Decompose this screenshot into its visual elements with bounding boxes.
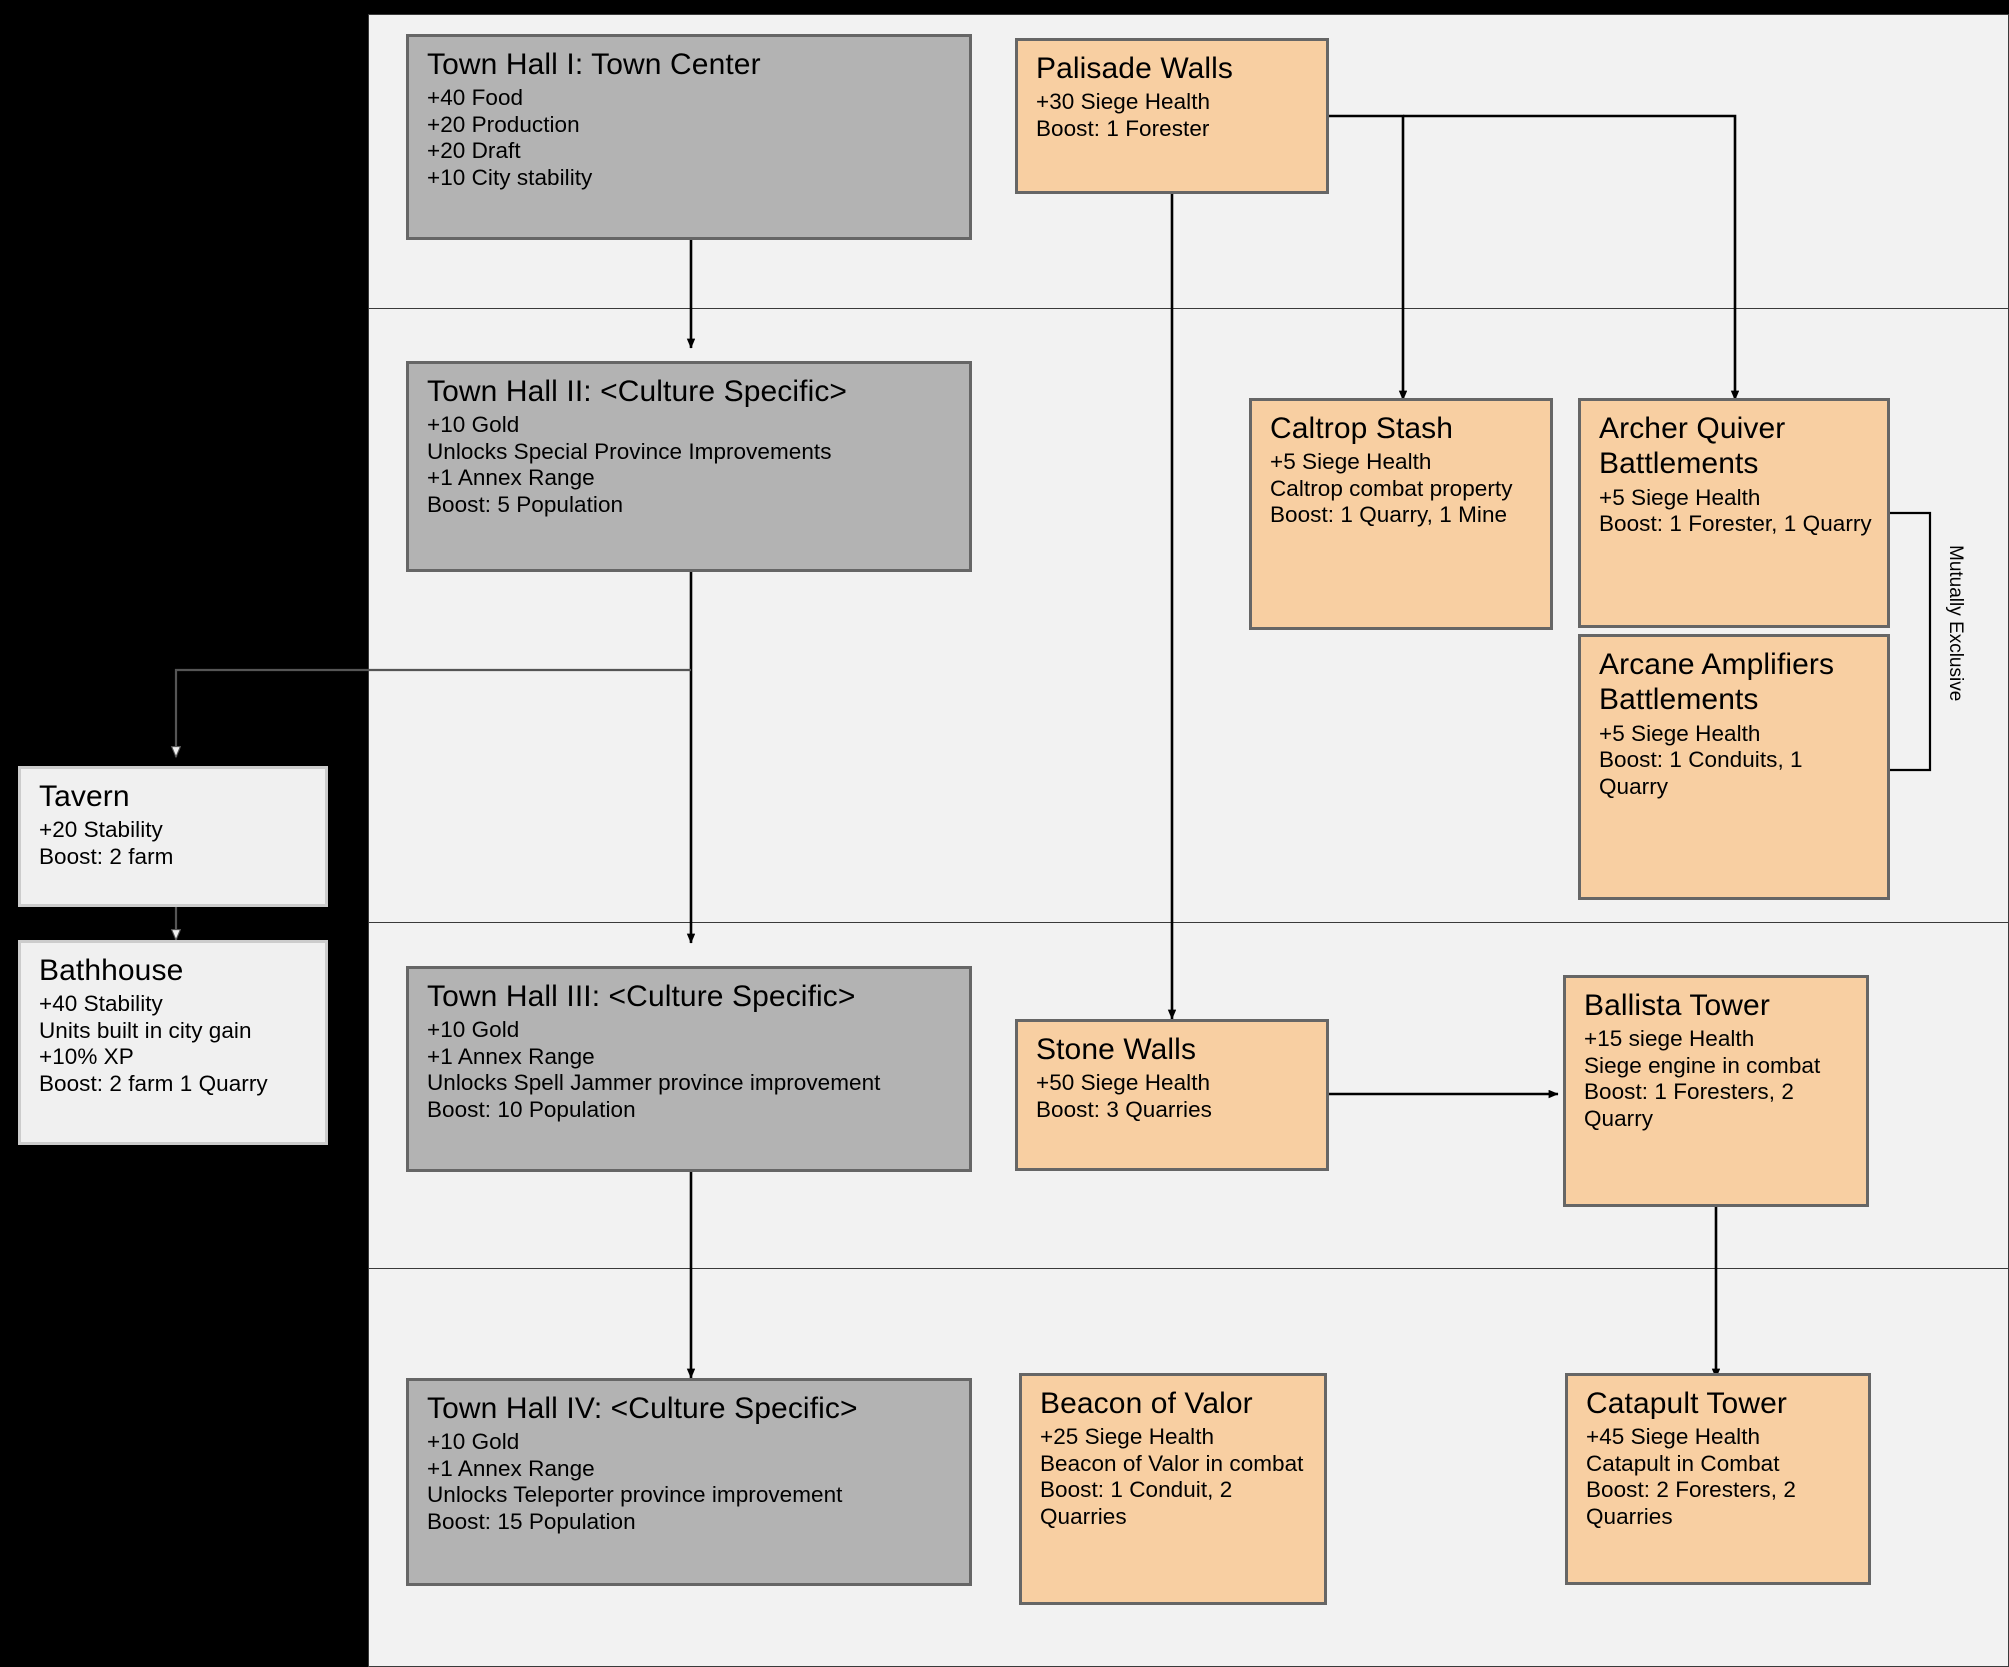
node-line: +50 Siege Health: [1036, 1070, 1211, 1096]
node-line: Siege engine in combat: [1584, 1052, 1821, 1078]
node-line: Boost: 1 Forester: [1036, 115, 1210, 141]
node-line: Unlocks Spell Jammer province improvemen…: [427, 1070, 881, 1096]
node-line: +10 Gold: [427, 412, 520, 438]
node-title: Town Hall II: <Culture Specific>: [427, 375, 848, 408]
node-line: +30 Siege Health: [1036, 89, 1211, 115]
node-line: Beacon of Valor in combat: [1040, 1450, 1304, 1476]
node-line: Boost: 1 Conduits, 1 Quarry: [1599, 747, 1803, 799]
node-line: +1 Annex Range: [427, 465, 595, 491]
node-line: Caltrop combat property: [1270, 475, 1513, 501]
node-line: Unlocks Special Province Improvements: [427, 438, 832, 464]
node-arcane-amplifiers-battlements[interactable]: Arcane Amplifiers Battlements +5 Siege H…: [1578, 634, 1890, 900]
node-title: Town Hall III: <Culture Specific>: [427, 980, 856, 1013]
node-line: +5 Siege Health: [1599, 720, 1761, 746]
node-palisade-walls[interactable]: Palisade Walls +30 Siege Health Boost: 1…: [1015, 38, 1329, 194]
node-title: Town Hall I: Town Center: [427, 48, 761, 81]
node-line: Boost: 1 Forester, 1 Quarry: [1599, 511, 1872, 537]
node-ballista-tower[interactable]: Ballista Tower +15 siege Health Siege en…: [1563, 975, 1869, 1207]
node-archer-quiver-battlements[interactable]: Archer Quiver Battlements +5 Siege Healt…: [1578, 398, 1890, 628]
lane-tier-4: [369, 1268, 2008, 1667]
node-title: Tavern: [39, 780, 130, 813]
node-line: Boost: 2 Foresters, 2 Quarries: [1586, 1477, 1796, 1530]
node-line: Boost: 2 farm 1 Quarry: [39, 1071, 268, 1097]
node-line: Unlocks Teleporter province improvement: [427, 1482, 843, 1508]
node-line: Catapult in Combat: [1586, 1450, 1780, 1476]
node-catapult-tower[interactable]: Catapult Tower +45 Siege Health Catapult…: [1565, 1373, 1871, 1585]
node-line: +1 Annex Range: [427, 1043, 595, 1069]
mutually-exclusive-label: Mutually Exclusive: [1945, 545, 1966, 702]
node-title: Town Hall IV: <Culture Specific>: [427, 1392, 858, 1425]
lane-tier-3: [369, 922, 2008, 1268]
node-line: +10 City stability: [427, 165, 593, 191]
node-title: Palisade Walls: [1036, 52, 1234, 85]
lane-tier-2: [369, 308, 2008, 922]
node-bathhouse[interactable]: Bathhouse +40 Stability Units built in c…: [18, 940, 328, 1145]
node-line: +10 Gold: [427, 1429, 520, 1455]
node-town-hall-2[interactable]: Town Hall II: <Culture Specific> +10 Gol…: [406, 361, 972, 572]
node-town-hall-1[interactable]: Town Hall I: Town Center +40 Food +20 Pr…: [406, 34, 972, 240]
node-line: +20 Stability: [39, 817, 163, 843]
node-line: Units built in city gain: [39, 1017, 252, 1043]
node-line: +45 Siege Health: [1586, 1424, 1761, 1450]
node-line: +10% XP: [39, 1044, 134, 1070]
node-title: Bathhouse: [39, 954, 184, 987]
node-stone-walls[interactable]: Stone Walls +50 Siege Health Boost: 3 Qu…: [1015, 1019, 1329, 1171]
node-line: Boost: 2 farm: [39, 843, 174, 869]
node-beacon-of-valor[interactable]: Beacon of Valor +25 Siege Health Beacon …: [1019, 1373, 1327, 1605]
node-line: +5 Siege Health: [1599, 484, 1761, 510]
node-line: +10 Gold: [427, 1017, 520, 1043]
node-line: Boost: 15 Population: [427, 1509, 636, 1535]
node-title: Ballista Tower: [1584, 989, 1770, 1022]
node-line: Boost: 1 Conduit, 2 Quarries: [1040, 1477, 1233, 1530]
node-town-hall-3[interactable]: Town Hall III: <Culture Specific> +10 Go…: [406, 966, 972, 1172]
node-title: Caltrop Stash: [1270, 412, 1454, 445]
node-title: Archer Quiver Battlements: [1599, 412, 1786, 481]
node-title: Catapult Tower: [1586, 1387, 1787, 1420]
node-line: +20 Production: [427, 111, 580, 137]
node-line: +40 Food: [427, 85, 524, 111]
node-line: +25 Siege Health: [1040, 1424, 1215, 1450]
node-title: Stone Walls: [1036, 1033, 1197, 1066]
node-line: +15 siege Health: [1584, 1026, 1755, 1052]
node-line: +20 Draft: [427, 138, 521, 164]
node-town-hall-4[interactable]: Town Hall IV: <Culture Specific> +10 Gol…: [406, 1378, 972, 1586]
node-tavern[interactable]: Tavern +20 Stability Boost: 2 farm: [18, 766, 328, 907]
node-caltrop-stash[interactable]: Caltrop Stash +5 Siege Health Caltrop co…: [1249, 398, 1553, 630]
node-line: Boost: 10 Population: [427, 1097, 636, 1123]
node-title: Beacon of Valor: [1040, 1387, 1253, 1420]
node-line: Boost: 1 Quarry, 1 Mine: [1270, 502, 1508, 528]
node-line: +5 Siege Health: [1270, 449, 1432, 475]
node-title: Arcane Amplifiers Battlements: [1599, 648, 1835, 717]
node-line: +1 Annex Range: [427, 1455, 595, 1481]
node-line: Boost: 5 Population: [427, 492, 624, 518]
node-line: Boost: 1 Foresters, 2 Quarry: [1584, 1079, 1794, 1132]
node-line: Boost: 3 Quarries: [1036, 1096, 1212, 1122]
node-line: +40 Stability: [39, 991, 163, 1017]
